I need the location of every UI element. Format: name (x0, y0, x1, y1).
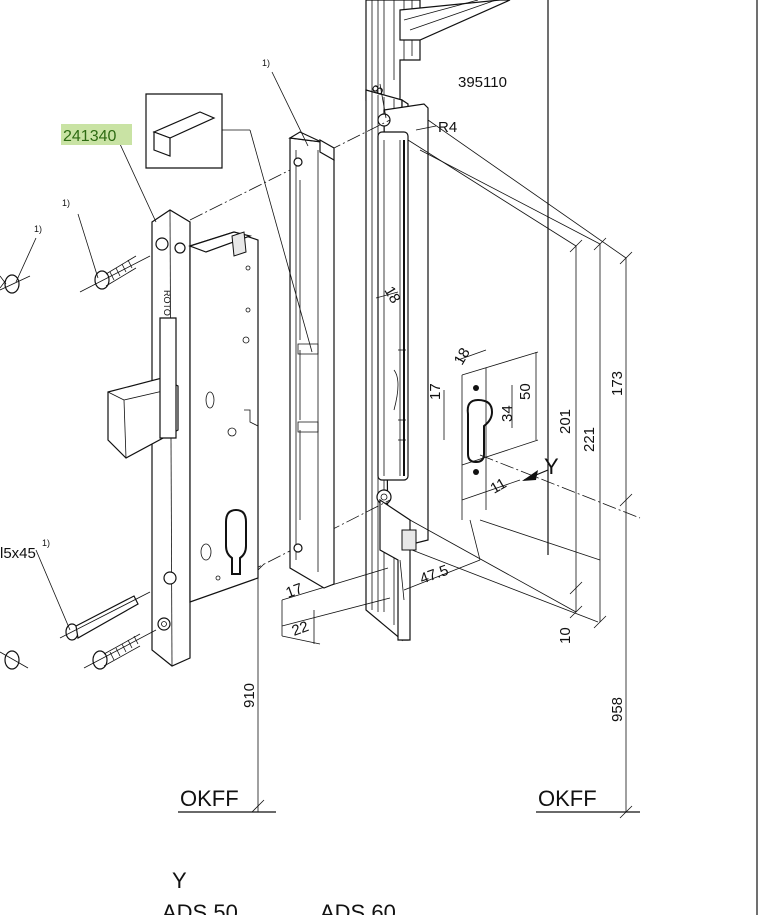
view-y-label: Y (172, 868, 187, 893)
dim-47-5: 47.5 (418, 562, 451, 588)
cylinder-cutout (468, 385, 492, 475)
okff-left: OKFF (180, 786, 239, 811)
screws (0, 72, 436, 669)
footnote-top: 1) (262, 58, 270, 68)
dim-958: 958 (609, 697, 626, 722)
okff-right: OKFF (538, 786, 597, 811)
screw-far-left-top (0, 275, 30, 293)
radius-label: R4 (438, 119, 457, 136)
dimension-lines (170, 120, 640, 818)
screw-long (60, 592, 150, 640)
dim-17-cylinder: 17 (427, 383, 444, 400)
detail-inset (146, 94, 312, 352)
dim-18-cylinder: 18 (451, 345, 474, 368)
dim-910: 910 (241, 683, 258, 708)
dim-50: 50 (517, 383, 534, 400)
screw-size-label: l5x45 (0, 545, 36, 562)
frame-profile (366, 0, 548, 640)
dim-10: 10 (557, 627, 574, 644)
footnote-left-1: 1) (62, 198, 70, 208)
part-number-highlight (61, 124, 132, 145)
screw-bottom (84, 630, 156, 669)
screw-top (80, 256, 150, 292)
dim-34: 34 (499, 405, 516, 422)
view-arrow-label: Y (544, 454, 559, 479)
part-number: 241340 (63, 128, 116, 145)
dim-11: 11 (488, 475, 510, 498)
dim-201: 201 (557, 409, 574, 434)
footer-label-ads50: ADS 50 (162, 900, 238, 915)
striker-plate (290, 132, 334, 588)
dim-17-bottom: 17 (284, 580, 305, 602)
screw-far-left-bottom (0, 651, 28, 669)
dim-18-top: 18 (381, 284, 404, 307)
lock-logo: ROTO (162, 290, 172, 316)
dim-22: 22 (290, 618, 311, 640)
lock-body: ROTO (108, 210, 258, 666)
labels: 241340 395110 R4 1) 1) 1) l5x45 1) 8 18 … (0, 58, 626, 915)
footnote-screw: 1) (42, 538, 50, 548)
dim-173: 173 (609, 371, 626, 396)
footer-label-ads60: ADS 60 (320, 900, 396, 915)
dim-221: 221 (581, 427, 598, 452)
profile-number: 395110 (458, 74, 507, 91)
footnote-left-2: 1) (34, 224, 42, 234)
